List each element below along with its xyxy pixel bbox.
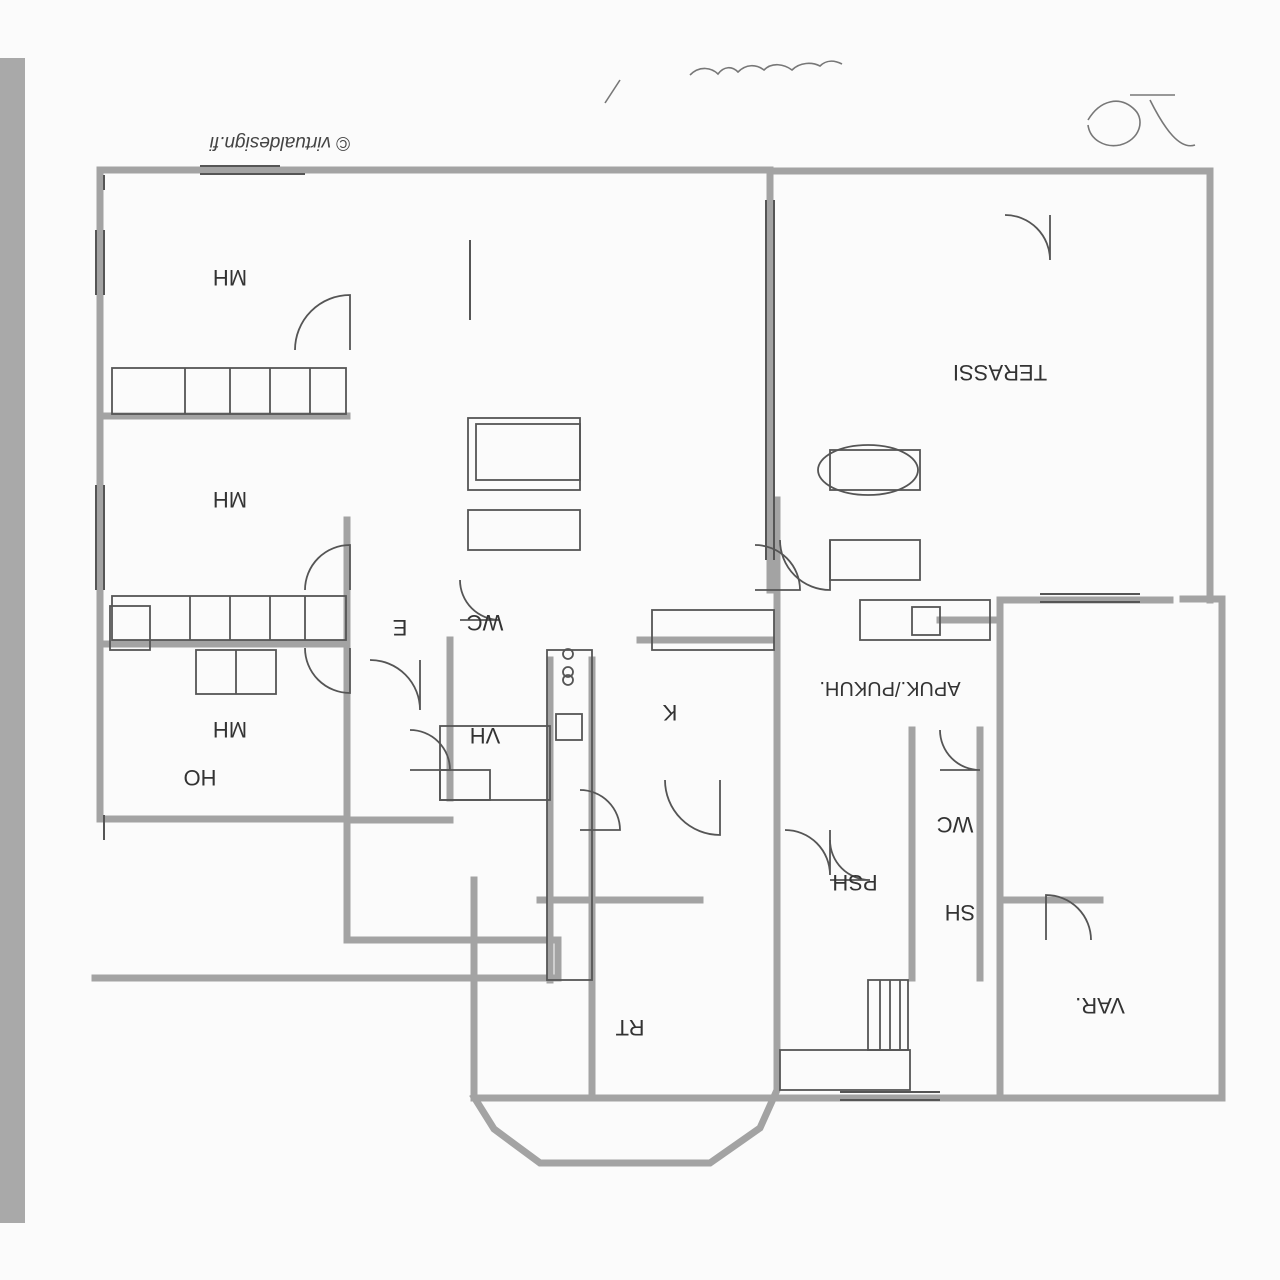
credit-text: © virtualdesign.fi [209,132,351,153]
room-labels: MH MH MH HO TERASSI E WC VH K APUK./PUKU… [184,132,1125,1040]
room-label-ho: HO [184,765,217,790]
room-label-apuk-pukuh: APUK./PUKUH. [819,677,960,699]
room-label-var: VAR. [1075,993,1125,1018]
room-label-vh: VH [470,723,501,748]
room-label-terassi: TERASSI [953,360,1047,385]
scan-edge-strip [0,58,25,1223]
windows [95,165,1140,1101]
room-label-k: K [662,700,677,725]
walls [91,166,1226,1167]
handwritten-marks [604,60,1196,147]
room-label-wc-1: WC [467,610,504,635]
room-label-e: E [393,615,408,640]
room-label-wc-2: WC [937,812,974,837]
room-label-psh: PSH [832,870,877,895]
room-label-sh: SH [945,900,976,925]
room-label-mh-2: MH [213,487,247,512]
room-label-rt: RT [616,1015,645,1040]
room-label-mh-1: MH [213,265,247,290]
room-label-mh-3: MH [213,717,247,742]
plan-rotated-group: MH MH MH HO TERASSI E WC VH K APUK./PUKU… [91,132,1226,1167]
doors [294,214,1092,941]
